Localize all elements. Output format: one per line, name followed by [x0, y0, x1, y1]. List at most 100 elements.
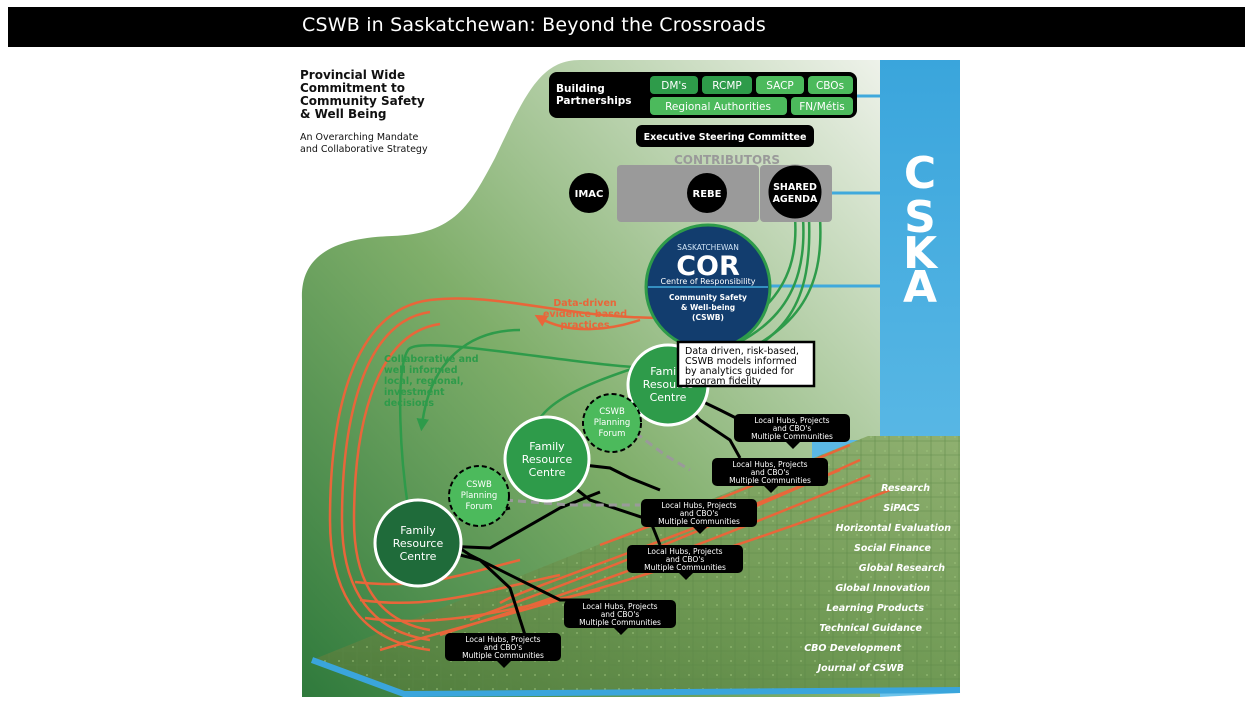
- local-hub: Local Hubs, Projects and CBO's Multiple …: [734, 414, 850, 449]
- data-flow-lines: [328, 297, 891, 652]
- collaborative-annotation: Collaborative and well informed local, r…: [384, 354, 479, 409]
- contributor-node: [767, 164, 823, 220]
- svg-text:program fidelity: program fidelity: [685, 376, 761, 387]
- mandate-title-line: & Well Being: [300, 107, 387, 121]
- contributor-node: [569, 173, 609, 213]
- svg-text:Forum: Forum: [466, 502, 493, 512]
- title-bar: CSWB in Saskatchewan: Beyond the Crossro…: [8, 7, 1245, 47]
- family-resource-centre: Family Resource Centre: [373, 498, 463, 588]
- local-hub: Local Hubs, Projects and CBO's Multiple …: [627, 545, 743, 580]
- svg-text:and CBO's: and CBO's: [680, 509, 719, 518]
- svg-text:SASKATCHEWAN: SASKATCHEWAN: [677, 243, 739, 252]
- resource-item: Research: [881, 483, 930, 494]
- svg-text:evidence-based: evidence-based: [543, 309, 627, 320]
- svg-text:Local Hubs, Projects: Local Hubs, Projects: [582, 602, 657, 611]
- partnerships-label: Building: [556, 83, 605, 95]
- svg-text:Local Hubs, Projects: Local Hubs, Projects: [465, 635, 540, 644]
- blue-connectors: [768, 94, 880, 288]
- svg-text:Local Hubs, Projects: Local Hubs, Projects: [647, 547, 722, 556]
- svg-text:Centre of Responsibility: Centre of Responsibility: [661, 277, 756, 286]
- mandate-block: Provincial Wide Commitment to Community …: [300, 68, 428, 155]
- svg-text:Collaborative and: Collaborative and: [384, 354, 479, 365]
- svg-text:Local Hubs, Projects: Local Hubs, Projects: [661, 501, 736, 510]
- data-driven-annotation: Data-driven evidence-based practices: [543, 298, 627, 331]
- mandate-title-line: Commitment to: [300, 81, 405, 95]
- svg-text:Data driven, risk-based,: Data driven, risk-based,: [685, 346, 799, 357]
- svg-text:Family: Family: [529, 440, 565, 453]
- mandate-subtitle-line: and Collaborative Strategy: [300, 144, 428, 155]
- partnerships-label: Partnerships: [556, 95, 632, 107]
- svg-text:Executive Steering Committee: Executive Steering Committee: [644, 132, 807, 143]
- planning-forum: CSWB Planning Forum: [582, 393, 642, 453]
- svg-text:Family: Family: [400, 524, 436, 537]
- local-hub: Local Hubs, Projects and CBO's Multiple …: [641, 499, 757, 534]
- svg-text:Multiple Communities: Multiple Communities: [729, 476, 811, 485]
- svg-text:local, regional,: local, regional,: [384, 376, 464, 387]
- building-partnerships: Building Partnerships DM's RCMP SACP CBO…: [549, 72, 857, 118]
- svg-text:decisions: decisions: [384, 398, 434, 409]
- local-hub: Local Hubs, Projects and CBO's Multiple …: [445, 633, 561, 668]
- svg-text:SHARED: SHARED: [773, 182, 817, 193]
- svg-text:well informed: well informed: [384, 365, 458, 376]
- svg-text:Multiple Communities: Multiple Communities: [644, 563, 726, 572]
- svg-text:Centre: Centre: [400, 550, 437, 563]
- partner-chip: CBOs: [808, 76, 853, 94]
- partner-chip: Regional Authorities: [650, 97, 787, 115]
- page-title: CSWB in Saskatchewan: Beyond the Crossro…: [302, 14, 767, 36]
- svg-text:SACP: SACP: [766, 80, 794, 92]
- svg-text:Local Hubs, Projects: Local Hubs, Projects: [732, 460, 807, 469]
- cska-letters: C S K A: [903, 148, 939, 313]
- family-resource-centre: Family Resource Centre: [503, 415, 591, 503]
- resource-item: CBO Development: [804, 643, 901, 654]
- svg-text:(CSWB): (CSWB): [692, 313, 724, 322]
- svg-text:CSWB: CSWB: [466, 480, 492, 490]
- svg-text:COR: COR: [676, 251, 740, 282]
- local-hub: Local Hubs, Projects and CBO's Multiple …: [712, 458, 828, 493]
- svg-text:& Well-being: & Well-being: [681, 303, 735, 312]
- cska-letter: K: [903, 228, 939, 279]
- svg-text:Multiple Communities: Multiple Communities: [462, 651, 544, 660]
- contributor-node: [687, 173, 727, 213]
- svg-text:and CBO's: and CBO's: [751, 468, 790, 477]
- cska-letter: C: [904, 148, 936, 199]
- cska-letter: A: [903, 262, 937, 313]
- svg-text:by analytics guided for: by analytics guided for: [685, 366, 794, 377]
- resource-item: Learning Products: [826, 603, 924, 614]
- svg-text:and CBO's: and CBO's: [484, 643, 523, 652]
- svg-text:investment: investment: [384, 387, 445, 398]
- svg-text:Centre: Centre: [650, 391, 687, 404]
- resource-item: Horizontal Evaluation: [836, 523, 952, 534]
- svg-text:RCMP: RCMP: [712, 80, 742, 92]
- svg-text:CSWB models informed: CSWB models informed: [685, 356, 797, 367]
- svg-text:Multiple Communities: Multiple Communities: [658, 517, 740, 526]
- svg-text:and CBO's: and CBO's: [773, 424, 812, 433]
- svg-text:Regional Authorities: Regional Authorities: [665, 101, 771, 113]
- resource-item: Technical Guidance: [819, 623, 922, 634]
- partner-chip: DM's: [650, 76, 698, 94]
- resource-item: Social Finance: [854, 543, 932, 554]
- svg-text:Planning: Planning: [461, 491, 498, 501]
- steering-committee: Executive Steering Committee: [636, 125, 814, 147]
- partner-chip: SACP: [756, 76, 804, 94]
- svg-text:CBOs: CBOs: [816, 80, 844, 92]
- svg-text:Centre: Centre: [529, 466, 566, 479]
- svg-text:Multiple Communities: Multiple Communities: [579, 618, 661, 627]
- mandate-subtitle-line: An Overarching Mandate: [300, 132, 418, 143]
- svg-text:Community Safety: Community Safety: [669, 293, 747, 302]
- resource-item: SiPACS: [883, 503, 920, 514]
- cor-centre: SASKATCHEWAN COR Centre of Responsibilit…: [644, 223, 772, 351]
- svg-text:AGENDA: AGENDA: [773, 194, 818, 205]
- svg-text:FN/Métis: FN/Métis: [799, 101, 844, 113]
- resources-list: Research SiPACS Horizontal Evaluation So…: [804, 483, 951, 674]
- svg-text:and CBO's: and CBO's: [601, 610, 640, 619]
- svg-text:and CBO's: and CBO's: [666, 555, 705, 564]
- mandate-title-line: Community Safety: [300, 94, 425, 108]
- svg-text:IMAC: IMAC: [575, 189, 604, 200]
- svg-text:Forum: Forum: [599, 429, 626, 439]
- contributors-label: CONTRIBUTORS: [674, 153, 780, 167]
- svg-text:Data-driven: Data-driven: [553, 298, 617, 309]
- mandate-title-line: Provincial Wide: [300, 68, 405, 82]
- planning-forum: CSWB Planning Forum: [448, 465, 510, 527]
- svg-text:Multiple Communities: Multiple Communities: [751, 432, 833, 441]
